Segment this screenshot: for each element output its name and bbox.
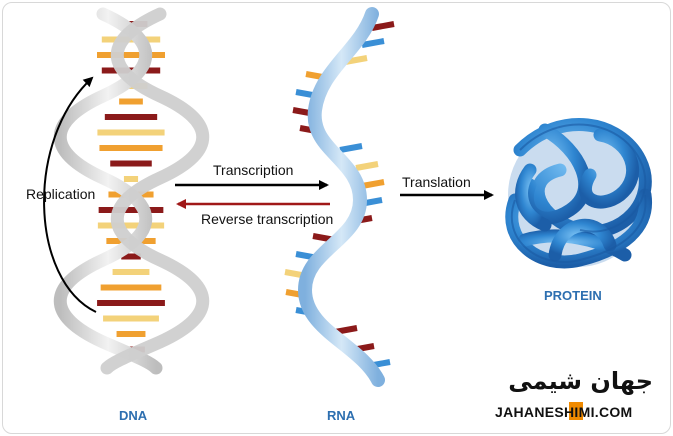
transcription-label: Transcription <box>213 162 294 178</box>
rna-base <box>355 161 379 171</box>
protein-structure <box>505 118 653 269</box>
replication-arrow <box>43 76 97 313</box>
rna-backbone <box>297 7 385 387</box>
rna-base <box>361 179 385 189</box>
reverse-transcription-label: Reverse transcription <box>201 211 334 227</box>
rna-strand <box>284 7 395 387</box>
watermark-persian-text: جهان شیمی <box>508 367 653 395</box>
dna-caption: DNA <box>119 408 148 423</box>
protein-caption: PROTEIN <box>544 288 602 303</box>
logo-e-block <box>569 402 583 420</box>
rna-base <box>371 21 395 31</box>
rna-caption: RNA <box>327 408 356 423</box>
rna-base <box>339 143 363 153</box>
watermark-url: JAHANESHIMI.COM <box>495 404 633 420</box>
dna-helix <box>54 7 209 375</box>
rna-bases <box>284 21 395 369</box>
dna-strand-b <box>100 7 209 375</box>
watermark-logo: جهان شیمی <box>493 367 653 397</box>
translation-label: Translation <box>402 174 471 190</box>
rna-base <box>361 38 385 48</box>
replication-label: Replication <box>26 186 96 202</box>
